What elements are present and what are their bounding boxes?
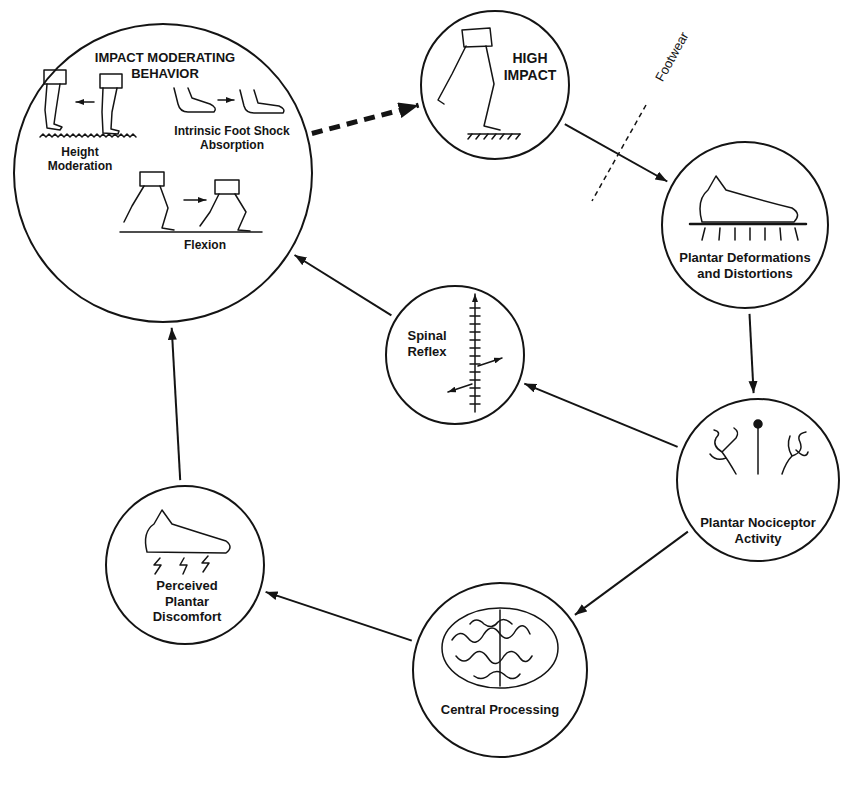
discomfort-foot-sketch-part <box>202 556 209 572</box>
foot-on-ground-sketch <box>690 176 806 240</box>
height-moderation-sketch-part <box>76 101 94 103</box>
flexion-sketch-part <box>215 180 239 194</box>
flexion-sketch-part <box>124 186 144 222</box>
node-label: Plantar Deformations and Distortions <box>670 250 820 281</box>
flexion-sketch-part <box>184 199 206 201</box>
stage-circle: Plantar Deformations and Distortions <box>661 141 829 309</box>
flow-arrow <box>172 328 181 480</box>
runner-sketch <box>438 28 520 139</box>
text-holder: Intrinsic Foot Shock Absorption <box>173 124 291 153</box>
brain-sketch-part <box>456 651 532 663</box>
foot-absorption-sketch <box>174 88 284 113</box>
text-holder: Height Moderation <box>38 145 122 174</box>
brain-sketch-part <box>470 619 512 626</box>
discomfort-foot-sketch-part <box>154 558 161 574</box>
stage-circle: HIGH IMPACT <box>420 10 570 160</box>
node-label: Spinal Reflex <box>396 328 458 359</box>
sub-label: Intrinsic Foot Shock Absorption <box>173 124 291 153</box>
spine-sketch-part <box>478 358 502 366</box>
node-label: Plantar Nociceptor Activity <box>688 515 828 546</box>
height-moderation-sketch-part <box>100 74 122 88</box>
spine-sketch-part <box>448 384 472 392</box>
sub-label: Flexion <box>170 238 240 252</box>
node-label: HIGH IMPACT <box>495 50 565 84</box>
foot-on-ground-sketch-part <box>690 223 806 226</box>
spine-sketch-part <box>470 308 480 404</box>
flexion-sketch-part <box>140 172 164 186</box>
discomfort-foot-sketch-part <box>146 510 230 553</box>
flexion-sketch-part <box>235 194 250 231</box>
flow-arrow <box>524 384 677 447</box>
flexion-sketch-part <box>120 231 262 233</box>
boundary-label: Footwear <box>643 14 700 100</box>
stage-circle: Perceived Plantar Discomfort <box>105 485 265 645</box>
text-holder: Plantar Nociceptor Activity <box>688 515 828 546</box>
stage-circle: Plantar Nociceptor Activity <box>676 398 840 562</box>
node-label: IMPACT MODERATING BEHAVIOR <box>70 50 260 81</box>
flexion-sketch-part <box>160 186 174 230</box>
text-holder: Footwear <box>643 14 700 100</box>
discomfort-foot-sketch-part <box>180 558 187 574</box>
runner-sketch-part <box>468 134 520 139</box>
stage-circle: Spinal Reflex <box>385 285 525 425</box>
node-label: Central Processing <box>425 702 575 718</box>
footwear-boundary <box>592 105 646 201</box>
nerve-ending-sketch-part <box>754 420 762 428</box>
text-holder: Perceived Plantar Discomfort <box>137 578 237 625</box>
height-moderation-sketch-part <box>44 70 66 84</box>
text-holder: Flexion <box>170 238 240 252</box>
feedback-arrow <box>312 105 419 133</box>
discomfort-foot-sketch <box>146 510 230 574</box>
flow-arrow <box>295 255 392 315</box>
nerve-ending-sketch-part <box>757 428 759 474</box>
spine-sketch-part <box>474 294 476 300</box>
flow-arrow <box>575 532 688 615</box>
behavior-circle: IMPACT MODERATING BEHAVIOR Intrinsic Foot… <box>13 23 313 323</box>
foot-absorption-sketch-part <box>240 90 284 113</box>
brain-sketch-part <box>452 626 530 642</box>
runner-sketch-part <box>484 46 500 130</box>
stage-circle: Central Processing <box>412 582 588 758</box>
node-label: Perceived Plantar Discomfort <box>137 578 237 625</box>
text-holder: HIGH IMPACT <box>495 50 565 84</box>
brain-sketch-part <box>499 610 501 686</box>
text-holder: Central Processing <box>425 702 575 718</box>
flow-arrow <box>565 124 668 181</box>
spine-sketch <box>448 294 502 412</box>
height-moderation-sketch-part <box>45 84 62 130</box>
brain-sketch-part <box>442 608 558 688</box>
nerve-ending-sketch <box>710 420 808 474</box>
foot-absorption-sketch-part <box>218 99 234 101</box>
height-moderation-sketch-part <box>102 88 119 134</box>
flow-arrow <box>266 592 412 641</box>
nerve-ending-sketch-part <box>782 432 808 474</box>
sub-label: Height Moderation <box>38 145 122 174</box>
foot-on-ground-sketch-part <box>702 228 798 240</box>
runner-sketch-part <box>462 28 492 47</box>
nerve-ending-sketch-part <box>710 428 738 474</box>
brain-sketch-part <box>474 671 520 678</box>
text-holder: Plantar Deformations and Distortions <box>670 250 820 281</box>
flexion-sketch <box>120 172 262 232</box>
foot-absorption-sketch-part <box>174 88 215 112</box>
text-holder: IMPACT MODERATING BEHAVIOR <box>70 50 260 81</box>
height-moderation-sketch <box>40 70 136 137</box>
text-holder: Spinal Reflex <box>396 328 458 359</box>
height-moderation-sketch-part <box>40 134 136 137</box>
foot-on-ground-sketch-part <box>700 176 798 222</box>
flexion-sketch-part <box>200 194 219 226</box>
brain-sketch <box>442 608 558 688</box>
runner-sketch-part <box>438 46 466 104</box>
flow-arrow <box>750 314 754 393</box>
